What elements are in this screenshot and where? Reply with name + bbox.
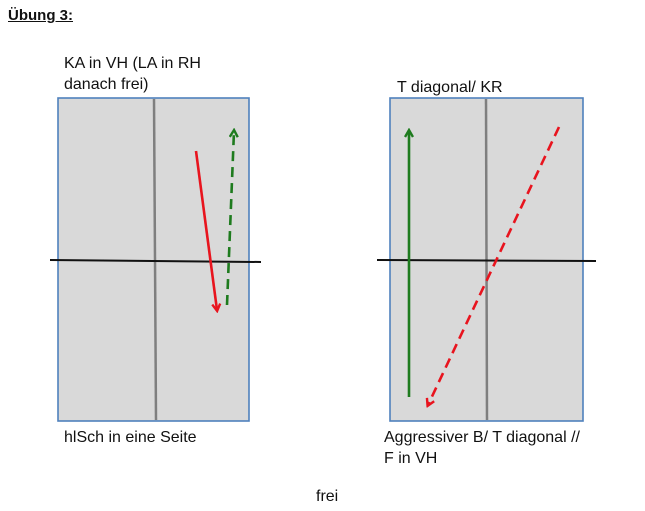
left-top-caption-line2: danach frei) <box>64 76 149 93</box>
left-top-caption-line1: KA in VH (LA in RH <box>64 55 201 72</box>
right-bottom-caption-line2: F in VH <box>384 450 438 467</box>
left-court-net <box>49 259 262 263</box>
right-red-dashed-arrow <box>428 126 561 405</box>
left-green-dashed-arrow <box>225 131 234 306</box>
footer-caption: frei <box>316 488 339 505</box>
exercise-heading: Übung 3: <box>8 7 73 24</box>
left-red-arrow <box>194 150 217 310</box>
right-top-caption: T diagonal/ KR <box>397 79 503 96</box>
left-court <box>49 97 262 422</box>
right-court <box>376 97 597 422</box>
right-court-net <box>376 259 597 262</box>
left-bottom-caption: hlSch in eine Seite <box>64 429 197 446</box>
right-bottom-caption-line1: Aggressiver B/ T diagonal // <box>384 429 580 446</box>
left-court-center-line <box>152 98 158 421</box>
